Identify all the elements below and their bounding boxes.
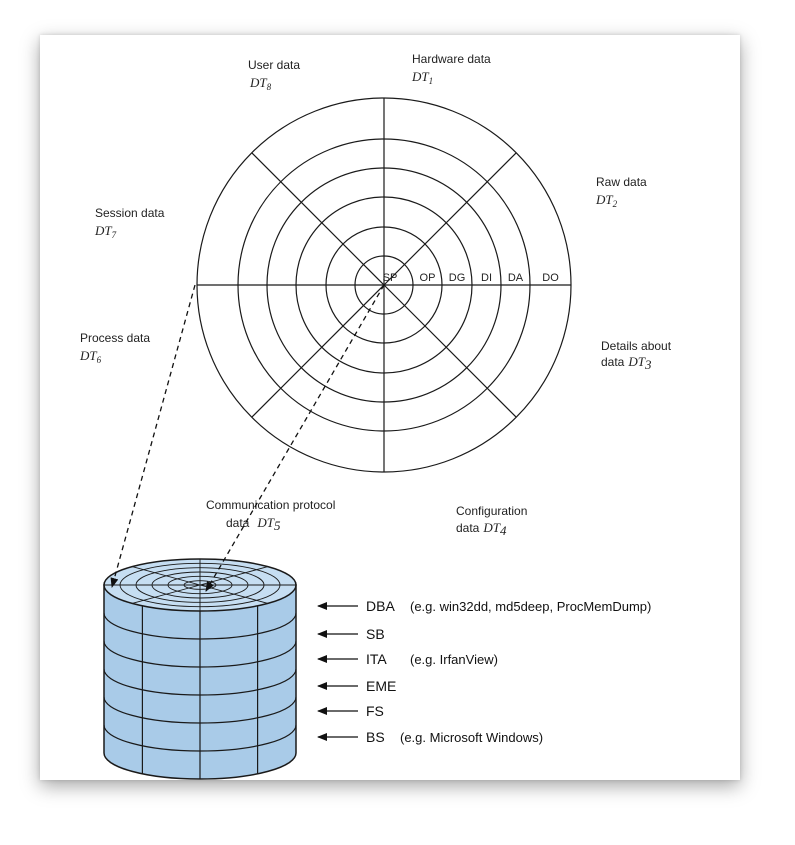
layer-row-ita: ITA (e.g. IrfanView) [317, 651, 498, 667]
ring-label-sp: SP [383, 272, 398, 284]
top-divider [132, 584, 201, 604]
layer-row-fs: FS [317, 703, 384, 719]
layer-example: (e.g. IrfanView) [410, 652, 498, 667]
projection-arrows [110, 284, 385, 592]
dashed-arrow-left [110, 284, 196, 588]
sector-label-user-data: User data DT8 [248, 58, 300, 92]
wheel-spokes [197, 98, 571, 472]
sector-title: Session data [95, 206, 165, 220]
cylinder-segment-lines [141, 605, 259, 779]
sector-symbol: DT8 [249, 75, 272, 92]
ring-label-di: DI [481, 272, 492, 284]
dashed-arrow-center [205, 284, 385, 592]
sector-symbol: DT7 [94, 223, 117, 240]
layer-abbr: ITA [366, 651, 387, 667]
cylinder-top-rings [104, 559, 296, 611]
sector-divider [383, 152, 517, 286]
layer-abbr: SB [366, 626, 385, 642]
ring-label-op: OP [420, 272, 436, 284]
sector-title: User data [248, 58, 300, 72]
sector-title: Hardware data [412, 52, 491, 66]
ring-label-do: DO [542, 272, 559, 284]
layer-row-sb: SB [317, 626, 385, 642]
sector-label-process-data: Process data DT6 [79, 331, 150, 365]
layer-abbr: FS [366, 703, 384, 719]
layer-labels: DBA (e.g. win32dd, md5deep, ProcMemDump) S… [317, 598, 651, 745]
layer-abbr: DBA [366, 598, 395, 614]
sector-symbol: DT2 [595, 192, 618, 209]
ring-label-dg: DG [449, 272, 466, 284]
layer-row-dba: DBA (e.g. win32dd, md5deep, ProcMemDump) [317, 598, 651, 614]
sector-divider [251, 152, 385, 286]
sector-symbol: DT1 [411, 69, 433, 86]
layer-example: (e.g. win32dd, md5deep, ProcMemDump) [410, 599, 651, 614]
ring-label-da: DA [508, 272, 524, 284]
ring-labels: SP OP DG DI DA DO [383, 272, 560, 284]
sector-labels: User data DT8 Hardware data DT1 Raw data… [79, 52, 672, 538]
sector-label-session-data: Session data DT7 [94, 206, 165, 240]
sector-title: Process data [80, 331, 150, 345]
sector-title: Raw data [596, 175, 647, 189]
layer-row-bs: BS (e.g. Microsoft Windows) [317, 729, 543, 745]
sector-title-line1: Communication protocol [206, 498, 335, 512]
layer-example: (e.g. Microsoft Windows) [400, 730, 543, 745]
wheel: SP OP DG DI DA DO [196, 97, 572, 473]
sector-divider [383, 284, 517, 418]
top-divider [132, 566, 201, 586]
sector-divider [251, 284, 385, 418]
sector-symbol: DT6 [79, 348, 102, 365]
sector-title-line1: Configuration [456, 504, 527, 518]
data-type-diagram: SP OP DG DI DA DO User data DT8 Hardware data… [79, 52, 672, 780]
sector-label-hardware-data: Hardware data DT1 [411, 52, 491, 86]
sector-label-raw-data: Raw data DT2 [595, 175, 647, 209]
figure-frame: SP OP DG DI DA DO User data DT8 Hardware data… [40, 35, 740, 780]
layer-abbr: EME [366, 678, 396, 694]
layer-abbr: BS [366, 729, 385, 745]
database-cylinder [103, 558, 297, 780]
layer-row-eme: EME [317, 678, 396, 694]
sector-title-line1: Details about [601, 339, 672, 353]
